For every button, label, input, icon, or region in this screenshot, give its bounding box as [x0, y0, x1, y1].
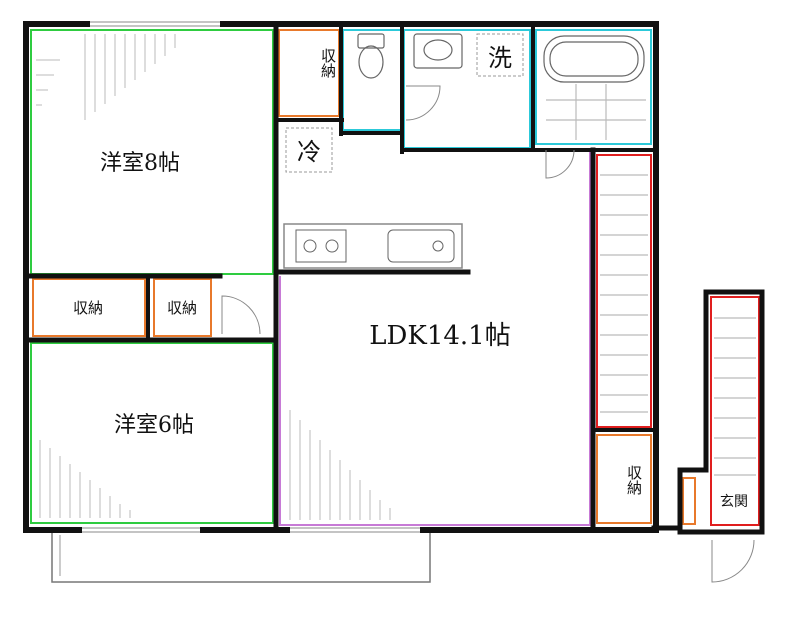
storage-label-left: 収納: [73, 299, 103, 317]
kitchen-counter: [283, 223, 463, 269]
balcony: [51, 529, 431, 583]
stove-icon: [295, 229, 347, 263]
washer-space: [476, 33, 524, 77]
kitchen-sink-icon: [387, 229, 455, 263]
storage-entrance-outline: [682, 477, 696, 525]
storage-upper-outline: [278, 29, 340, 117]
storage-right-outline: [596, 434, 652, 524]
ldk-outline: [279, 152, 591, 526]
storage-middle-outline: [153, 278, 212, 337]
storage-left-outline: [32, 278, 146, 337]
window-light-hatch: [36, 34, 391, 520]
room-label-western-8: 洋室8帖: [100, 151, 180, 176]
bathtub-icon: [543, 35, 646, 140]
room-label-western-6: 洋室6帖: [114, 413, 194, 438]
washer-label: 洗: [488, 44, 512, 72]
entrance-label: 玄関: [720, 493, 748, 510]
storage-label-middle: 収納: [167, 299, 197, 317]
bath-outline: [535, 29, 652, 145]
wash-basin-icon: [413, 33, 463, 69]
fridge-space: [285, 127, 333, 173]
window-frames: [82, 21, 420, 533]
toilet-icon: [357, 33, 385, 79]
storage-label-upper-text: 収納: [307, 48, 337, 79]
storage-label-right: 収納: [625, 465, 643, 496]
toilet-outline: [342, 29, 402, 131]
western-room-6-outline: [30, 342, 274, 524]
stair-treads: [600, 174, 756, 476]
windows: [82, 20, 420, 534]
fridge-label: 冷: [297, 138, 321, 166]
door-swings: [221, 85, 755, 583]
fixture-boxes: [285, 33, 524, 173]
stair-main-outline: [596, 154, 652, 428]
storage-label-upper: 収納: [307, 48, 337, 79]
stair-entrance-outline: [710, 296, 760, 526]
walls: [23, 21, 765, 535]
room-label-ldk: LDK14.1帖: [369, 321, 510, 351]
